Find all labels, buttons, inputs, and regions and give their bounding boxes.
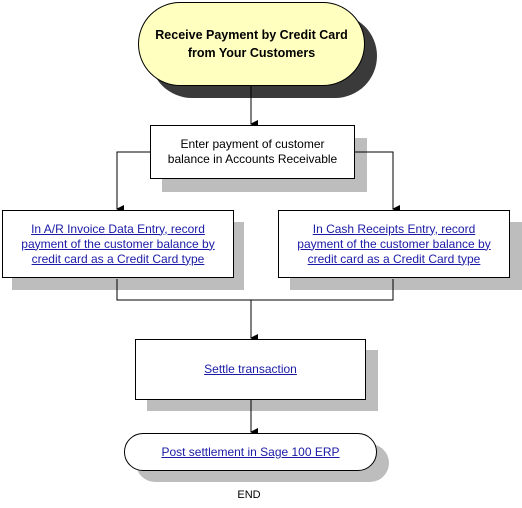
- settle-step: Settle transaction: [135, 339, 366, 400]
- start-terminator: Receive Payment by Credit Card from Your…: [138, 2, 365, 86]
- ar-invoice-line-2: payment of the customer balance by: [21, 236, 215, 251]
- cash-receipts-link[interactable]: In Cash Receipts Entry, record payment o…: [297, 222, 490, 267]
- ar-invoice-step: In A/R Invoice Data Entry, record paymen…: [2, 210, 234, 278]
- ar-invoice-link[interactable]: In A/R Invoice Data Entry, record paymen…: [21, 222, 214, 267]
- enter-payment-step: Enter payment of customer balance in Acc…: [150, 125, 355, 179]
- connector-merge: [116, 279, 394, 301]
- cash-receipts-line-2: payment of the customer balance by: [297, 236, 491, 251]
- start-line-2: from Your Customers: [187, 46, 316, 60]
- post-link[interactable]: Post settlement in Sage 100 ERP: [161, 444, 340, 459]
- settle-link[interactable]: Settle transaction: [204, 362, 297, 376]
- cash-receipts-step: In Cash Receipts Entry, record payment o…: [278, 210, 510, 278]
- connector-enter-to-cash: [354, 151, 400, 213]
- connector-enter-to-ar: [116, 151, 150, 213]
- enter-payment-line-2: balance in Accounts Receivable: [167, 152, 338, 166]
- post-terminator: Post settlement in Sage 100 ERP: [124, 433, 377, 471]
- ar-invoice-line-1: In A/R Invoice Data Entry, record: [31, 221, 205, 236]
- end-label: END: [237, 489, 261, 501]
- ar-invoice-line-3: credit card as a Credit Card type: [31, 251, 205, 266]
- start-line-1: Receive Payment by Credit Card: [155, 28, 348, 42]
- cash-receipts-line-1: In Cash Receipts Entry, record: [312, 221, 476, 236]
- enter-payment-line-1: Enter payment of customer: [180, 137, 325, 151]
- cash-receipts-line-3: credit card as a Credit Card type: [307, 251, 481, 266]
